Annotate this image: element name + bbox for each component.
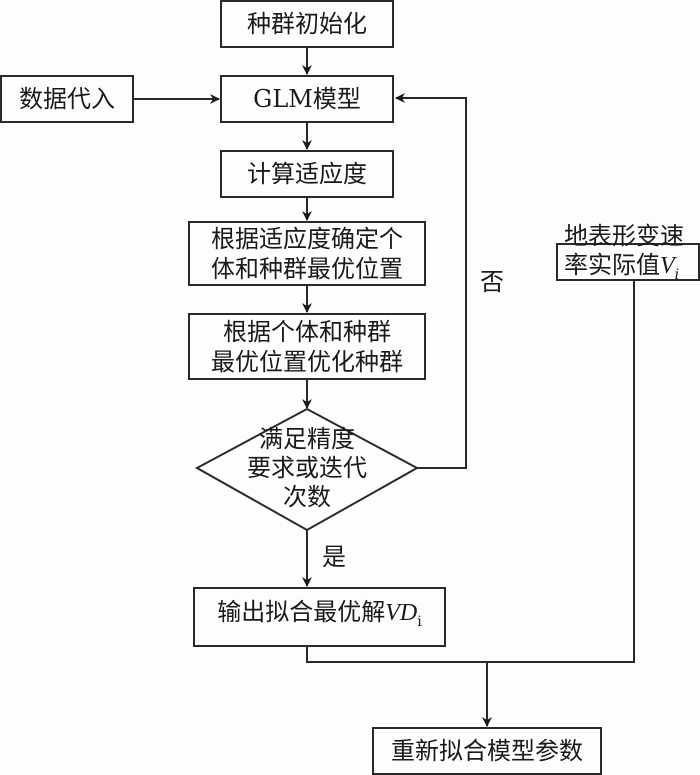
output-variable: VD — [385, 600, 418, 627]
actual-variable: V — [660, 253, 675, 280]
actual-prefix: 率实际值 — [564, 251, 660, 280]
decision-line3: 次数 — [283, 483, 331, 511]
node-output-best-solution: 输出拟合最优解VDi — [193, 587, 446, 647]
line-output-merge — [306, 280, 635, 663]
node-output-label: 输出拟合最优解VDi — [217, 597, 421, 637]
node-glm-model-label: GLM模型 — [253, 85, 361, 113]
node-population-init-label: 种群初始化 — [247, 10, 367, 38]
node-best-pos-line1: 根据适应度确定个 — [211, 224, 403, 253]
node-determine-best-position: 根据适应度确定个 体和种群最优位置 — [188, 221, 426, 286]
node-data-input-label: 数据代入 — [19, 85, 115, 113]
decision-line1: 满足精度 — [259, 425, 355, 453]
node-compute-fitness-label: 计算适应度 — [247, 160, 367, 188]
node-actual-line1: 地表形变速 — [564, 222, 684, 251]
node-actual-deformation-rate: 地表形变速 率实际值Vi — [556, 222, 700, 283]
node-compute-fitness: 计算适应度 — [220, 150, 394, 198]
node-optimize-population: 根据个体和种群 最优位置优化种群 — [188, 313, 426, 380]
arrow-decision-no-loop — [395, 93, 467, 469]
node-best-pos-line2: 体和种群最优位置 — [211, 254, 403, 283]
decision-text: 满足精度 要求或迭代 次数 — [217, 425, 397, 512]
node-population-init: 种群初始化 — [220, 0, 394, 48]
actual-subscript: i — [674, 266, 680, 283]
node-data-input: 数据代入 — [0, 75, 134, 123]
output-subscript: i — [417, 613, 422, 630]
output-prefix: 输出拟合最优解 — [217, 598, 386, 627]
node-actual-line2: 率实际值Vi — [564, 251, 679, 290]
node-optimize-line1: 根据个体和种群 — [223, 317, 391, 346]
edge-label-yes: 是 — [322, 543, 346, 571]
decision-line2: 要求或迭代 — [247, 454, 367, 482]
node-optimize-line2: 最优位置优化种群 — [211, 347, 403, 376]
decision-diamond — [194, 407, 420, 532]
node-refit-label: 重新拟合模型参数 — [391, 737, 583, 765]
edge-label-no: 否 — [480, 268, 504, 296]
node-glm-model: GLM模型 — [220, 75, 394, 123]
node-refit-model-parameters: 重新拟合模型参数 — [372, 727, 602, 775]
